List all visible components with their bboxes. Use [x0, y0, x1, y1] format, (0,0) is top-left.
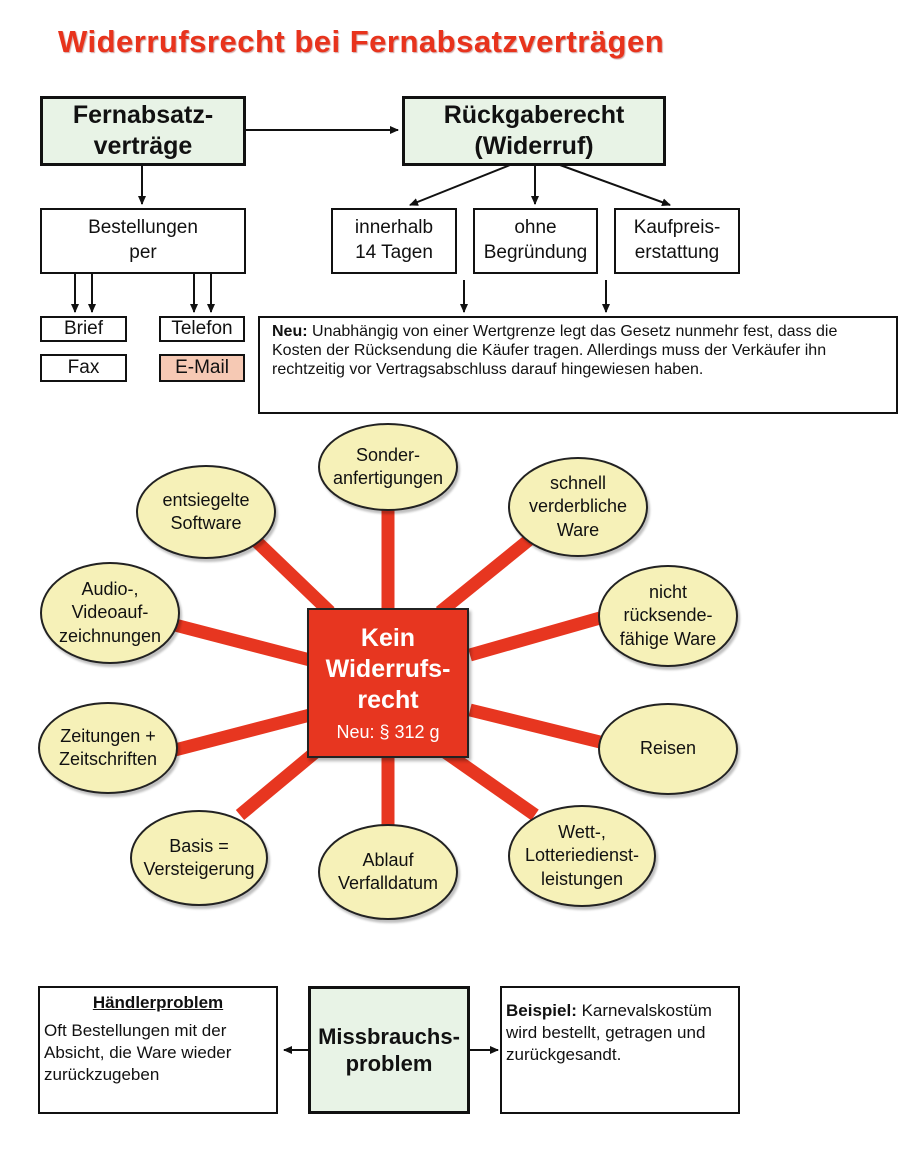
spokes [173, 505, 602, 830]
fernabsatzvertraege-box: Fernabsatz- verträge [40, 96, 246, 166]
neu-note: Neu: Unabhängig von einer Wertgrenze leg… [258, 316, 898, 414]
page-title: Widerrufsrecht bei Fernabsatzverträgen [58, 24, 665, 59]
arrow-rueckgabe-to-cond1 [409, 164, 511, 206]
bestellungen-box: Bestellungen per [40, 208, 246, 274]
condition-ohne-begruendung: ohne Begründung [473, 208, 598, 274]
exception-audio-video: Audio-, Videoauf- zeichnungen [40, 562, 180, 664]
channel-email: E-Mail [159, 354, 245, 382]
exception-versteigerung: Basis = Versteigerung [130, 810, 268, 906]
condition-kaufpreiserstattung: Kaufpreis- erstattung [614, 208, 740, 274]
center-sub: Neu: § 312 g [336, 722, 440, 743]
haendlerproblem-box: Händlerproblem Oft Bestellungen mit der … [38, 986, 278, 1114]
note-text: Unabhängig von einer Wertgrenze legt das… [272, 323, 838, 379]
exception-nicht-ruecksendefaehig: nicht rücksende- fähige Ware [598, 565, 738, 667]
beispiel-text: Karnevalskostüm wird bestellt, getragen … [506, 1001, 712, 1065]
exception-wett-lotterie: Wett-, Lotteriedienst- leistungen [508, 805, 656, 907]
beispiel-box: Beispiel: Karnevalskostüm wird bestellt,… [500, 986, 740, 1114]
exception-sonderanfertigungen: Sonder- anfertigungen [318, 423, 458, 511]
haendler-text: Oft Bestellungen mit der Absicht, die Wa… [44, 1021, 232, 1085]
note-label: Neu: [272, 323, 308, 340]
arrow-rueckgabe-to-cond3 [559, 164, 671, 207]
missbrauchsproblem-box: Missbrauchs- problem [308, 986, 470, 1114]
exception-ablauf-verfalldatum: Ablauf Verfalldatum [318, 824, 458, 920]
rueckgaberecht-box: Rückgaberecht (Widerruf) [402, 96, 666, 166]
condition-14-tage: innerhalb 14 Tagen [331, 208, 457, 274]
exception-software: entsiegelte Software [136, 465, 276, 559]
kein-widerrufsrecht-node: Kein Widerrufs- recht Neu: § 312 g [307, 608, 469, 758]
beispiel-label: Beispiel: [506, 1001, 577, 1020]
center-label: Kein Widerrufs- recht [325, 623, 451, 715]
channel-fax: Fax [40, 354, 127, 382]
channel-telefon: Telefon [159, 316, 245, 342]
channel-brief: Brief [40, 316, 127, 342]
exception-zeitungen: Zeitungen + Zeitschriften [38, 702, 178, 794]
haendler-heading: Händlerproblem [92, 993, 224, 1012]
exception-reisen: Reisen [598, 703, 738, 795]
exception-verderbliche-ware: schnell verderbliche Ware [508, 457, 648, 557]
